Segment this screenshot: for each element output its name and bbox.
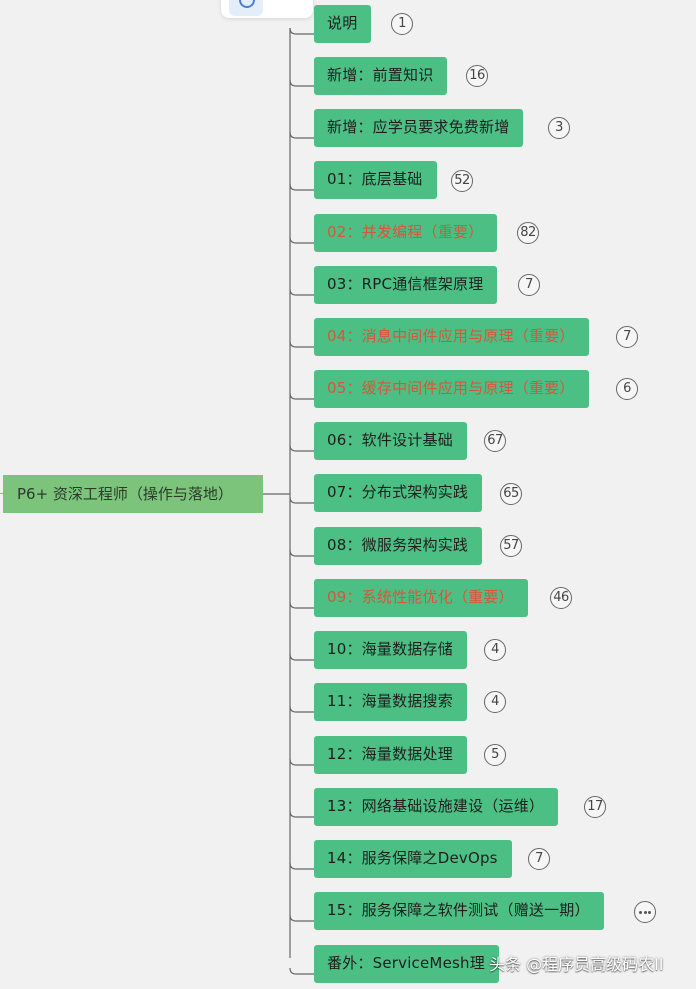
branch-connector: [289, 758, 314, 766]
node-label: 14：服务保障之DevOps: [327, 849, 498, 867]
root-stub: [0, 493, 3, 494]
node-label: 01：底层基础: [327, 170, 423, 188]
branch-connector: [289, 914, 314, 922]
count-badge: 17: [584, 796, 606, 818]
count-badge: 7: [518, 274, 540, 296]
branch-connector: [289, 862, 314, 870]
node-label: 04：消息中间件应用与原理（重要）: [327, 327, 575, 345]
branch-connector: [289, 27, 314, 35]
node-label: 05：缓存中间件应用与原理（重要）: [327, 379, 575, 397]
root-label: P6+ 资深工程师（操作与落地）: [17, 485, 233, 503]
node-prerequisites[interactable]: 新增：前置知识: [314, 57, 448, 95]
branch-connector: [289, 967, 314, 975]
branch-connector: [289, 288, 314, 296]
count-badge: 16: [466, 65, 488, 87]
node-label: 新增：前置知识: [327, 66, 434, 84]
branch-connector: [289, 549, 314, 557]
node-label: 12：海量数据处理: [327, 745, 453, 763]
node-label: 说明: [327, 14, 358, 32]
count-badge: 65: [500, 483, 522, 505]
node-label: 新增：应学员要求免费新增: [327, 118, 510, 136]
count-badge: 52: [451, 170, 473, 192]
node-01[interactable]: 01：底层基础: [314, 161, 437, 199]
node-label: 10：海量数据存储: [327, 640, 453, 658]
node-03[interactable]: 03：RPC通信框架原理: [314, 266, 498, 304]
branch-connector: [289, 79, 314, 87]
node-extra[interactable]: 番外：ServiceMesh理: [314, 945, 499, 983]
node-14[interactable]: 14：服务保障之DevOps: [314, 840, 512, 878]
branch-connector: [289, 496, 314, 504]
node-08[interactable]: 08：微服务架构实践: [314, 527, 483, 565]
count-badge: 57: [500, 535, 522, 557]
watermark: 头条 @程序员高级码农II: [489, 955, 664, 974]
node-label: 15：服务保障之软件测试（赠送一期）: [327, 901, 590, 919]
count-badge: 4: [484, 691, 506, 713]
collapse-icon[interactable]: [229, 0, 263, 16]
count-badge: 5: [484, 744, 506, 766]
node-intro[interactable]: 说明: [314, 5, 372, 43]
count-badge: 82: [517, 222, 539, 244]
node-09[interactable]: 09：系统性能优化（重要）: [314, 579, 528, 617]
branch-connector: [289, 705, 314, 713]
toolbar-chip: [221, 0, 313, 18]
node-04[interactable]: 04：消息中间件应用与原理（重要）: [314, 318, 589, 356]
branch-connector: [289, 340, 314, 348]
node-11[interactable]: 11：海量数据搜索: [314, 683, 467, 721]
node-label: 09：系统性能优化（重要）: [327, 588, 514, 606]
node-13[interactable]: 13：网络基础设施建设（运维）: [314, 788, 559, 826]
node-05[interactable]: 05：缓存中间件应用与原理（重要）: [314, 370, 589, 408]
branch-connector: [289, 183, 314, 191]
more-icon[interactable]: [634, 901, 656, 923]
branch-connector: [289, 392, 314, 400]
branch-connector: [289, 131, 314, 139]
node-15[interactable]: 15：服务保障之软件测试（赠送一期）: [314, 892, 604, 930]
branch-connector: [289, 236, 314, 244]
branch-connector: [289, 810, 314, 818]
node-label: 番外：ServiceMesh理: [327, 954, 485, 972]
node-02[interactable]: 02：并发编程（重要）: [314, 214, 498, 252]
branch-connector: [289, 601, 314, 609]
branch-connector: [289, 653, 314, 661]
node-label: 03：RPC通信框架原理: [327, 275, 484, 293]
node-label: 02：并发编程（重要）: [327, 223, 484, 241]
count-badge: 67: [484, 430, 506, 452]
count-badge: 4: [484, 639, 506, 661]
root-node[interactable]: P6+ 资深工程师（操作与落地）: [3, 475, 263, 513]
node-10[interactable]: 10：海量数据存储: [314, 631, 467, 669]
node-label: 13：网络基础设施建设（运维）: [327, 797, 545, 815]
count-badge: 46: [550, 587, 572, 609]
node-12[interactable]: 12：海量数据处理: [314, 736, 467, 774]
node-label: 07：分布式架构实践: [327, 483, 469, 501]
branch-connector: [289, 444, 314, 452]
node-label: 11：海量数据搜索: [327, 692, 453, 710]
count-badge: 6: [616, 378, 638, 400]
node-label: 08：微服务架构实践: [327, 536, 469, 554]
node-student-request[interactable]: 新增：应学员要求免费新增: [314, 109, 524, 147]
count-badge: 3: [548, 117, 570, 139]
node-label: 06：软件设计基础: [327, 431, 453, 449]
count-badge: 7: [616, 326, 638, 348]
node-06[interactable]: 06：软件设计基础: [314, 422, 467, 460]
node-07[interactable]: 07：分布式架构实践: [314, 474, 483, 512]
count-badge: 7: [528, 848, 550, 870]
count-badge: 1: [391, 13, 413, 35]
